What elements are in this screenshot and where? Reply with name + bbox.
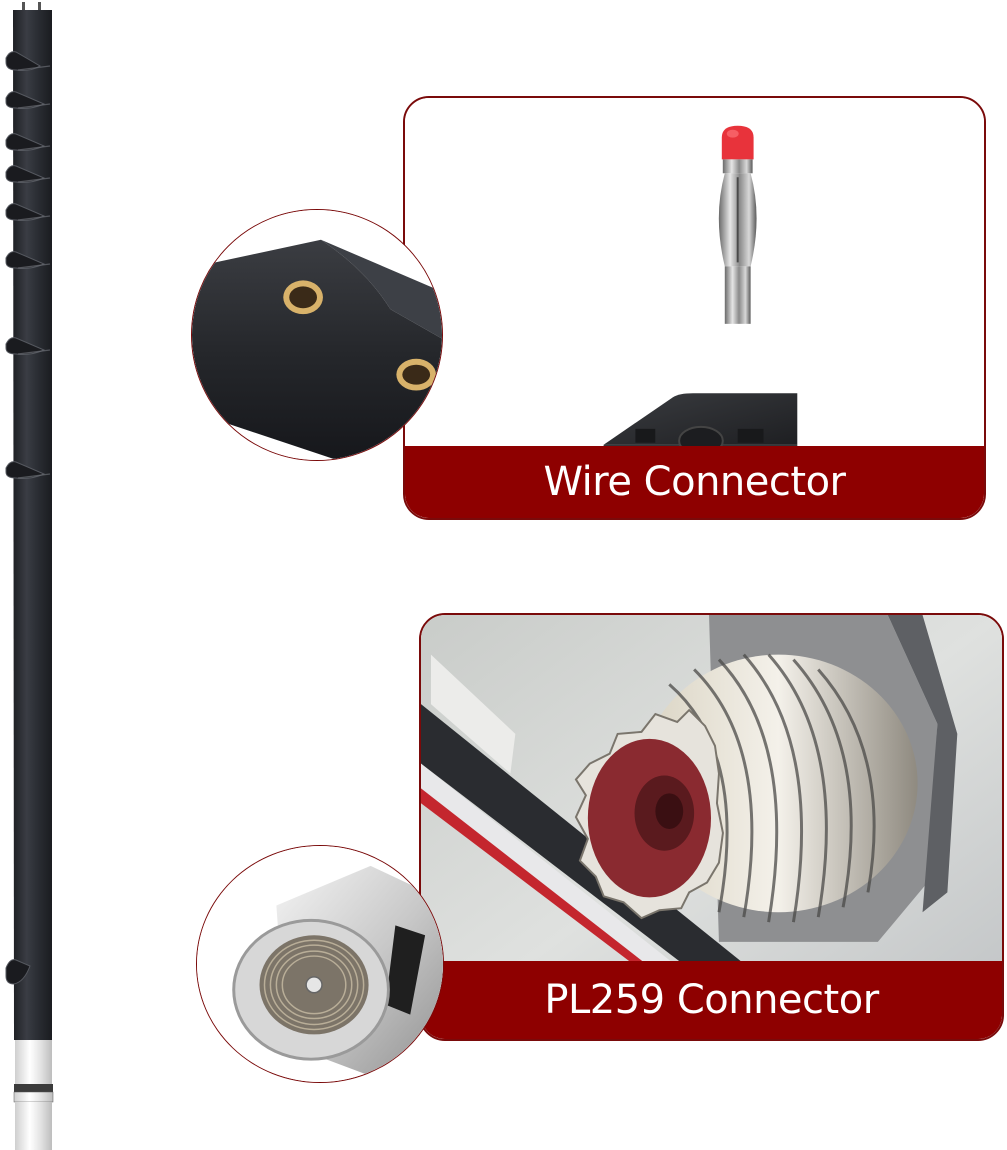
pl259-connector-banner: PL259 Connector bbox=[421, 961, 1002, 1039]
pl259-connector-panel: PL259 Connector bbox=[419, 613, 1004, 1041]
wire-holes-closeup-illustration bbox=[192, 210, 442, 460]
wire-connector-panel: Wire Connector bbox=[403, 96, 986, 520]
pl259-end-closeup-illustration bbox=[197, 846, 443, 1082]
wire-connector-banner: Wire Connector bbox=[405, 446, 984, 518]
antenna-illustration bbox=[5, 2, 54, 1150]
wire-holes-inset bbox=[191, 209, 443, 461]
pl259-end-inset bbox=[196, 845, 444, 1083]
wire-connector-label: Wire Connector bbox=[543, 459, 846, 505]
antenna-image bbox=[0, 0, 70, 1150]
pl259-connector-label: PL259 Connector bbox=[544, 977, 879, 1023]
